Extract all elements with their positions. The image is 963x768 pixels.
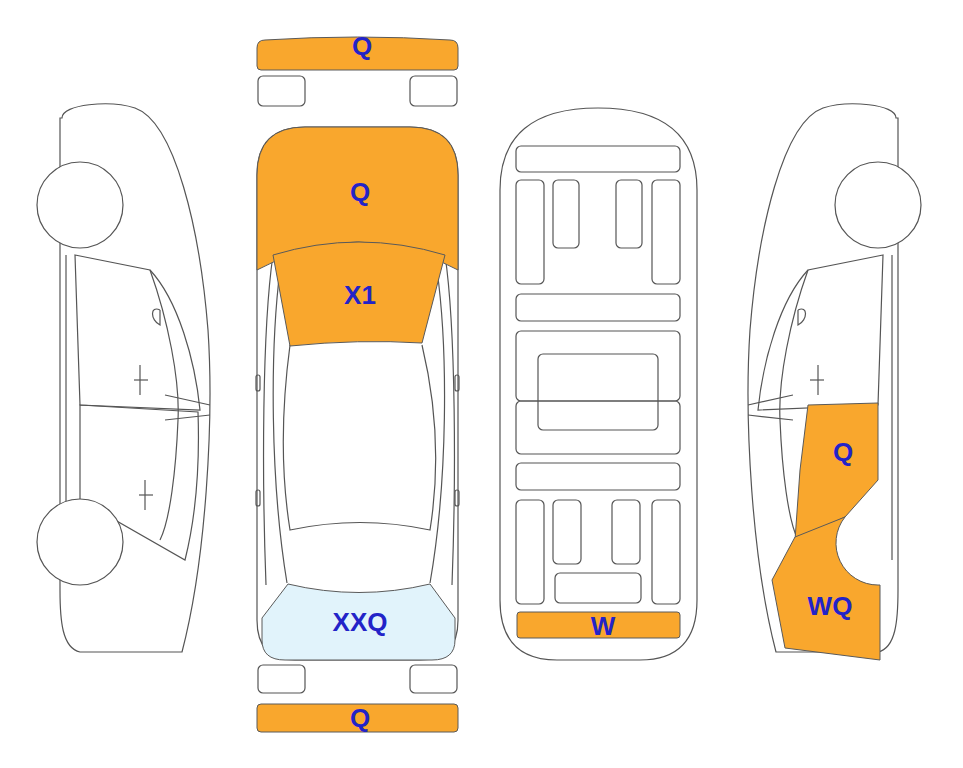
rear-quarter-panel: WQ	[770, 470, 882, 662]
panel-outline	[273, 242, 445, 346]
panel-outline	[795, 403, 878, 540]
panel-outline	[772, 517, 880, 660]
panel-outline	[257, 704, 458, 732]
damage-code: X1	[344, 282, 376, 308]
top-view	[256, 76, 459, 693]
panel-outline	[262, 584, 455, 660]
underbody-rear-panel: W	[517, 612, 680, 638]
underside-view	[500, 108, 697, 660]
panel-shape	[770, 403, 880, 543]
damage-code: Q	[352, 33, 372, 59]
rear-bumper: Q	[257, 704, 458, 732]
damage-code: WQ	[808, 593, 853, 619]
rear-window: XXQ	[262, 585, 455, 660]
rear-door: Q	[770, 403, 880, 543]
damage-code: Q	[833, 439, 853, 465]
side-view	[37, 104, 210, 652]
damage-code: XXQ	[333, 609, 388, 635]
front-bumper: Q	[257, 38, 458, 70]
damage-code: W	[591, 613, 616, 639]
damage-code: Q	[350, 179, 370, 205]
panel-outline	[517, 612, 680, 638]
panel-shape	[770, 470, 882, 662]
windshield: X1	[273, 242, 445, 346]
damage-code: Q	[350, 705, 370, 731]
